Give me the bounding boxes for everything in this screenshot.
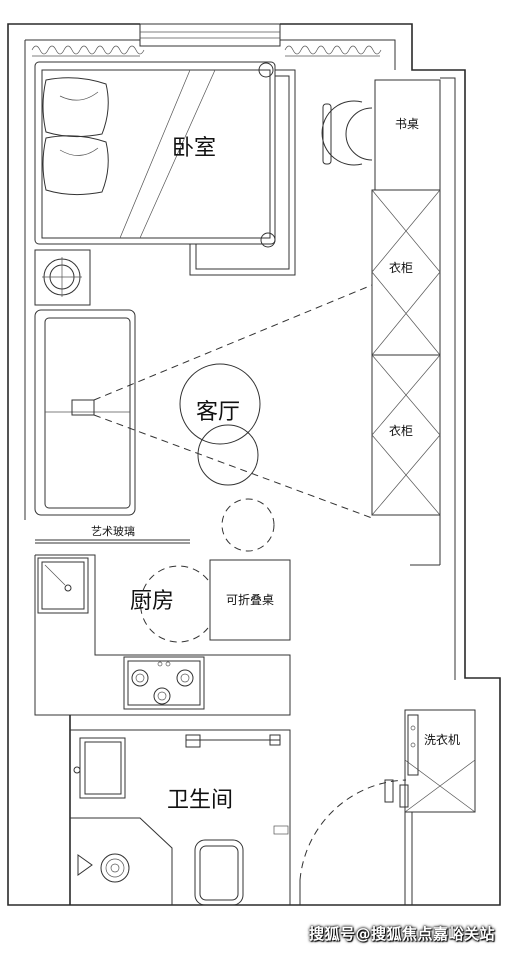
bathroom-sink	[79, 737, 126, 799]
washing-machine-label: 洗衣机	[424, 732, 460, 747]
coffee-table-2	[197, 424, 259, 486]
floor-drain	[100, 853, 130, 883]
pillow-1	[42, 77, 109, 138]
wardrobe-2-label: 衣柜	[389, 423, 413, 438]
shower-head	[77, 854, 93, 876]
toilet	[194, 839, 244, 906]
washing-machine	[404, 709, 476, 813]
living-room-label: 客厅	[196, 400, 240, 425]
washing-machine-area: 洗衣机	[404, 709, 476, 905]
bathroom-area: 卫生间	[69, 715, 409, 906]
top-window	[139, 23, 281, 47]
bedroom-label: 卧室	[172, 136, 216, 161]
living-room-area: 客厅 艺术玻璃	[34, 284, 373, 552]
shower-enclosure	[70, 817, 173, 905]
coffee-table-1	[179, 363, 261, 445]
kitchen-area: 可折叠桌 厨房	[34, 554, 291, 716]
desk-label: 书桌	[395, 117, 419, 131]
folding-table	[209, 559, 291, 641]
radiator	[31, 45, 382, 57]
tv-projector	[71, 399, 95, 416]
wardrobe-1: 衣柜	[371, 189, 441, 356]
outer-walls	[7, 23, 501, 906]
stool-dashed	[221, 498, 275, 552]
folding-table-label: 可折叠桌	[226, 592, 274, 607]
desk	[374, 79, 441, 191]
pipe-shaft	[34, 249, 91, 306]
bathroom-label: 卫生间	[167, 788, 233, 813]
folding-stool-dashed	[140, 565, 209, 643]
kitchen-label: 厨房	[130, 589, 174, 614]
bed	[34, 61, 276, 245]
art-glass-label: 艺术玻璃	[91, 524, 135, 538]
wardrobe-2: 衣柜	[371, 354, 441, 516]
pillow-2	[42, 135, 109, 196]
sofa	[34, 309, 136, 516]
kitchen-sink	[37, 557, 89, 614]
wardrobe-1-label: 衣柜	[389, 260, 413, 275]
watermark: 搜狐号@搜狐焦点嘉峪关站	[308, 925, 495, 943]
bedroom-area: 卧室	[34, 61, 296, 276]
desk-area: 书桌	[321, 79, 441, 191]
bathroom-door-swing	[299, 779, 407, 881]
desk-chair	[345, 107, 373, 161]
gas-stove	[123, 656, 205, 710]
